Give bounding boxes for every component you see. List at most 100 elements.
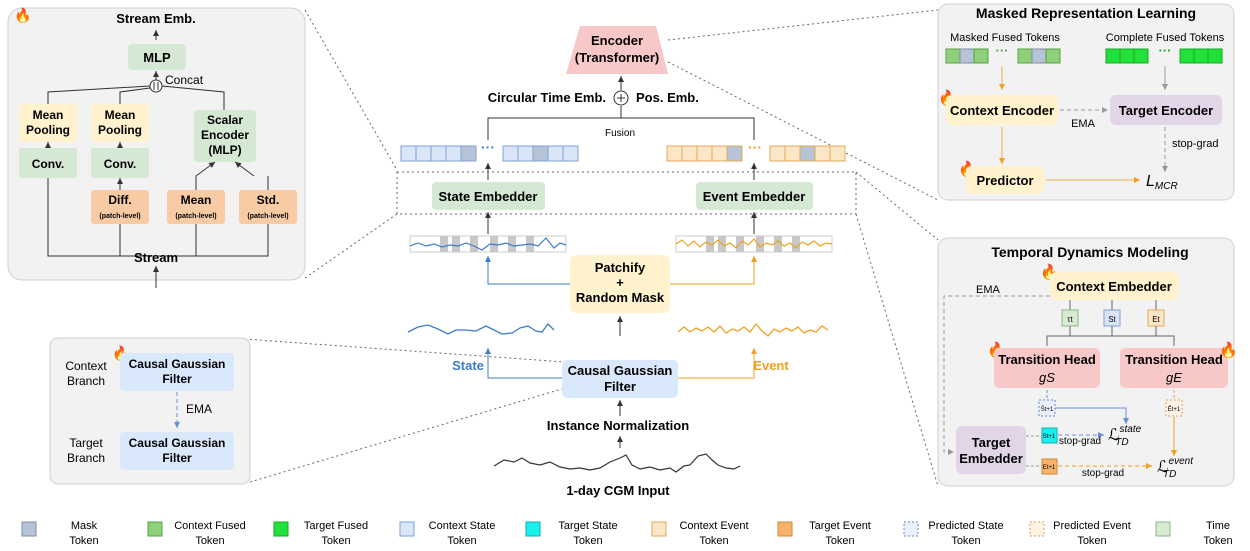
svg-text:···: ··· [748,139,762,155]
main-pipeline: Encoder (Transformer) Circular Time Emb.… [396,26,857,498]
legend-swatch [903,521,919,537]
e-hat-label: Êt+1 [1168,405,1181,413]
context-embedder-box [1050,272,1178,300]
svg-text:···: ··· [481,139,495,155]
legend-label: Token [951,535,980,547]
mean-pooling-box-1 [19,104,77,142]
ge-label: gE [1166,370,1182,385]
context-cgf-box [120,353,234,391]
stop-grad-label: stop-grad [1059,436,1101,447]
mean-pooling-label: Pooling [98,123,142,137]
event-signal [677,322,829,337]
legend-label: Token [573,535,602,547]
target-embedder-label: Embedder [959,451,1023,466]
mean-label: Mean [181,193,212,207]
legend-swatch [21,521,37,537]
instance-normalization-label: Instance Normalization [547,418,689,433]
cgm-input-signal [493,453,741,473]
mean-pooling-label: Mean [105,108,136,122]
event-embedder-box [696,182,813,210]
legend-label: Target Event [809,520,871,532]
transition-head-label: Transition Head [998,352,1096,367]
et-label: Et [1152,315,1160,324]
cgf-label: Filter [162,451,192,465]
transition-head-label: Transition Head [1125,352,1223,367]
trainable-flame-icon: 🔥 [1219,341,1238,359]
event-label: Event [753,358,789,373]
stop-grad-label: stop-grad [1082,468,1124,479]
patchify-label: + [616,275,624,290]
masked-representation-learning-panel: Masked Representation Learning Masked Fu… [937,3,1235,201]
legend-swatch [1155,521,1171,537]
legend-label: Mask [71,520,98,532]
target-encoder-box [1110,95,1222,125]
mean-pooling-box-2 [91,104,149,142]
trainable-flame-icon: 🔥 [14,7,31,24]
context-branch-label: Branch [67,374,105,388]
fusion-label: Fusion [605,128,635,139]
target-event-token [1041,458,1058,475]
mlp-box [128,44,186,70]
predicted-event-token [1165,399,1183,417]
legend-swatch [1029,521,1045,537]
stream-label: Stream [134,250,178,265]
ema-label: EMA [976,284,1001,296]
target-cgf-box [120,432,234,470]
s-hat-label: Ŝt+1 [1041,406,1054,413]
patchify-label: Random Mask [576,290,665,305]
stream-embedding-panel: 🔥 Stream Emb. MLP Concat Mean Pooling Me… [7,7,306,288]
s-target-label: St+1 [1043,434,1056,440]
event-embedder-label: Event Embedder [703,189,806,204]
cgf-label: Causal Gaussian [568,363,673,378]
legend-swatch [651,521,667,537]
scalar-encoder-label: Encoder [201,128,249,142]
std-label: Std. [257,193,280,207]
target-embedder-box [956,426,1026,474]
patched-event-signal [675,235,833,253]
target-branch-label: Branch [67,451,105,465]
legend-label: Token [195,535,224,547]
mrl-title: Masked Representation Learning [976,5,1196,21]
mcr-loss: LMCR [1146,173,1178,192]
patched-state-signal [409,235,567,253]
cgf-label: Filter [604,379,636,394]
encoder-label: (Transformer) [575,50,660,65]
patch-level-label: (patch-level) [247,213,288,220]
legend-label: Predicted State [928,520,1003,532]
legend-label: Context State [429,520,496,532]
legend-swatch [777,521,793,537]
predictor-box [966,166,1044,194]
diff-box [91,190,149,224]
cgf-label: Causal Gaussian [129,357,226,371]
scalar-encoder-label: Scalar [207,113,243,127]
legend-label: Token [1077,535,1106,547]
conv-box-1 [19,148,77,178]
legend-label: Token [1203,535,1232,547]
encoder-label: Encoder [591,33,643,48]
state-embedder-box [432,182,545,210]
ema-label: EMA [186,402,212,416]
target-embedder-label: Target [972,435,1011,450]
legend-label: Time [1206,520,1230,532]
std-box [239,190,297,224]
target-branch-label: Target [69,436,103,450]
circular-time-emb-label: Circular Time Emb. [488,90,606,105]
conv-box-2 [91,148,149,178]
legend-swatch [525,521,541,537]
transition-head-event-box [1120,348,1228,388]
complete-fused-tokens-label: Complete Fused Tokens [1106,32,1225,44]
pos-emb-label: Pos. Emb. [636,90,699,105]
legend-label: Target Fused [304,520,368,532]
stream-emb-label: Stream Emb. [116,11,195,26]
state-label: State [452,358,484,373]
causal-gaussian-filter-box [562,360,678,398]
causal-gaussian-filter-panel: Context Branch 🔥 Causal Gaussian Filter … [49,337,251,485]
state-embedder-label: State Embedder [439,189,538,204]
svg-text:···: ··· [996,43,1009,58]
target-state-token [1041,427,1058,444]
context-encoder-box [946,95,1058,125]
legend-label: Context Event [679,520,748,532]
concat-icon [149,79,163,93]
context-state-tokens: ··· [400,139,579,162]
